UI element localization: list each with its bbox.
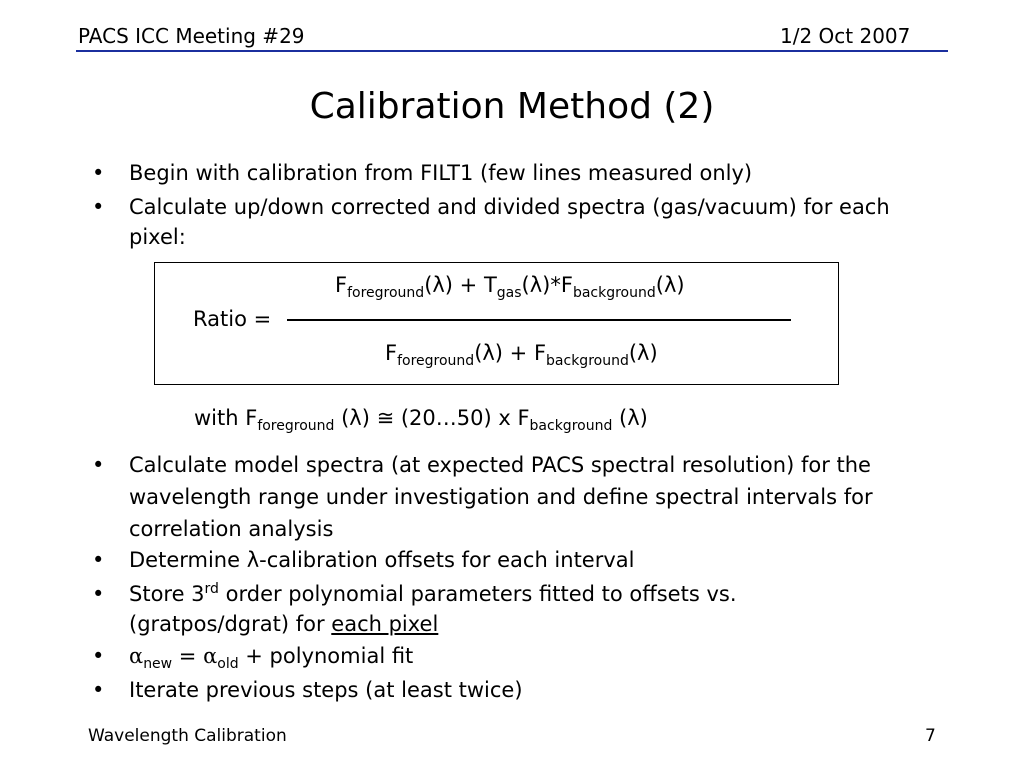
bullet-marker: • — [92, 644, 105, 668]
formula-numerator: Fforeground(λ) + Tgas(λ)*Fbackground(λ) — [335, 273, 685, 300]
bullet-marker: • — [92, 582, 105, 606]
subscript: gas — [496, 285, 522, 302]
footer-section-title: Wavelength Calibration — [88, 726, 287, 746]
superscript: rd — [204, 581, 219, 597]
symbol-f: F — [335, 273, 348, 297]
bullet-text: Calculate up/down corrected and divided … — [129, 192, 959, 252]
formula-part: (λ) — [655, 273, 685, 297]
subscript: background — [572, 285, 656, 302]
relation-part: (λ) ≅ (20…50) x F — [334, 406, 530, 430]
symbol-f: F — [385, 341, 398, 365]
subscript: foreground — [257, 418, 335, 435]
foreground-background-relation: with Fforeground (λ) ≅ (20…50) x Fbackgr… — [194, 406, 648, 433]
bullet-text: Calculate model spectra (at expected PAC… — [129, 449, 959, 545]
bullet-text: Determine λ-calibration offsets for each… — [129, 548, 635, 572]
bullet-line-2: wavelength range under investigation and… — [129, 485, 873, 509]
formula-part: (λ) — [628, 341, 658, 365]
bullet-line-2: pixel: — [129, 225, 186, 249]
bullet-marker: • — [92, 548, 105, 572]
ratio-formula-box: Fforeground(λ) + Tgas(λ)*Fbackground(λ) … — [154, 262, 839, 385]
header-meeting-title: PACS ICC Meeting #29 — [78, 24, 305, 48]
bullet-marker: • — [92, 195, 105, 219]
formula-part: (λ) + F — [474, 341, 547, 365]
bullet-text: Begin with calibration from FILT1 (few l… — [129, 161, 753, 185]
formula-part: (λ) + T — [424, 273, 497, 297]
text-part: (gratpos/dgrat) for — [129, 612, 332, 636]
subscript: new — [143, 656, 173, 673]
slide-title: Calibration Method (2) — [309, 86, 715, 127]
subscript: background — [546, 353, 629, 370]
bullet-text: Store 3rd order polynomial parameters fi… — [129, 579, 959, 639]
text-part: = — [172, 644, 204, 668]
bullet-marker: • — [92, 161, 105, 185]
page-number: 7 — [925, 726, 936, 746]
bullet-line-1: Calculate model spectra (at expected PAC… — [129, 453, 871, 477]
formula-denominator: Fforeground(λ) + Fbackground(λ) — [385, 341, 658, 368]
bullet-text: αnew = αold + polynomial fit — [129, 641, 959, 671]
relation-part: with F — [194, 406, 258, 430]
subscript: foreground — [347, 285, 425, 302]
ratio-label: Ratio = — [193, 307, 272, 331]
header-divider — [76, 50, 948, 52]
formula-part: (λ)*F — [521, 273, 573, 297]
text-part: + polynomial fit — [238, 644, 414, 668]
subscript: foreground — [397, 353, 475, 370]
alpha-symbol: α — [203, 644, 218, 668]
bullet-marker: • — [92, 453, 105, 477]
text-part: Store 3 — [129, 582, 205, 606]
fraction-bar — [287, 319, 791, 321]
subscript: old — [217, 656, 239, 673]
header-date: 1/2 Oct 2007 — [780, 24, 911, 48]
subscript: background — [529, 418, 613, 435]
bullet-text: Iterate previous steps (at least twice) — [129, 678, 523, 702]
underlined-text: each pixel — [331, 612, 439, 636]
relation-part: (λ) — [612, 406, 648, 430]
text-part: order polynomial parameters fitted to of… — [218, 582, 737, 606]
bullet-marker: • — [92, 678, 105, 702]
bullet-line-3: correlation analysis — [129, 517, 334, 541]
alpha-symbol: α — [129, 644, 144, 668]
bullet-line-1: Calculate up/down corrected and divided … — [129, 195, 890, 219]
